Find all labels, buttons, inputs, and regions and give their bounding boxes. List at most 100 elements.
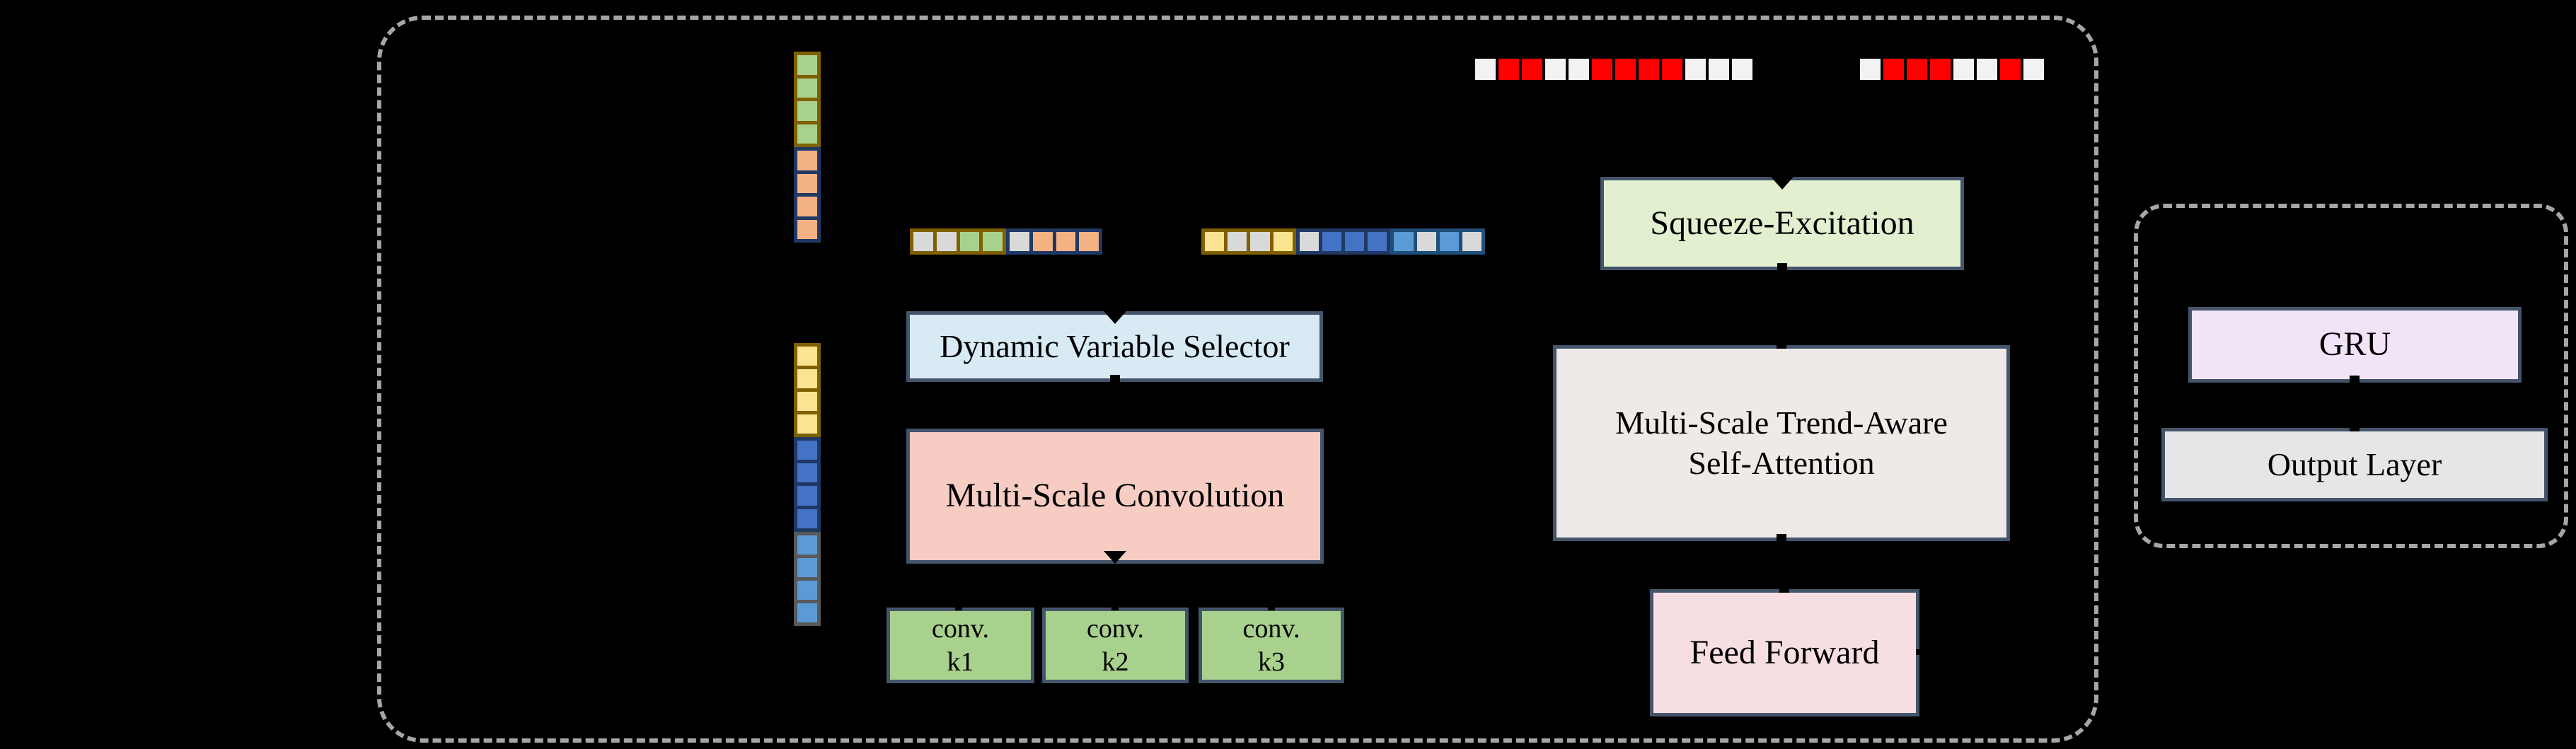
token-cell-green (797, 124, 817, 144)
dynamic-variable-selector-label: Dynamic Variable Selector (940, 327, 1290, 364)
conv-k1-block: conv. k1 (886, 608, 1034, 683)
encoder-dashed-panel (377, 16, 2098, 743)
token-cell-blue (797, 441, 817, 460)
arrow-stub-attention-bottom (1777, 534, 1786, 541)
bit-cell-white (1860, 59, 1881, 80)
self-attention-line2: Self-Attention (1688, 444, 1875, 481)
token-cell-grey (1250, 232, 1270, 251)
token-cell-blue (1322, 232, 1342, 251)
token-cell-lightblue (1394, 232, 1414, 251)
bit-cell-red (1907, 59, 1927, 80)
token-row-left (910, 228, 1102, 255)
token-cell-lightblue (797, 535, 817, 555)
bit-cell-white (1709, 59, 1729, 80)
token-cell-yellow (797, 347, 817, 366)
arrow-stub-squeeze-excitation-bottom (1777, 263, 1787, 270)
token-cell-peach (797, 219, 817, 239)
token-cell-group (910, 228, 1006, 255)
token-cell-grey (936, 232, 957, 251)
gru-label: GRU (2318, 325, 2391, 364)
output-layer-label: Output Layer (2267, 446, 2442, 482)
arrowhead-at-multi-scale-convolution-bottom (1104, 551, 1126, 564)
bit-cell-white (1545, 59, 1566, 80)
squeeze-excitation-block: Squeeze-Excitation (1600, 177, 1964, 270)
token-cell-blue (1368, 232, 1387, 251)
token-cell-blue (797, 509, 817, 528)
bit-cell-red (2000, 59, 2021, 80)
arrow-stub-output-layer-top (2350, 424, 2360, 431)
token-cell-peach (1032, 232, 1053, 251)
token-cell-lightblue (797, 580, 817, 600)
conv-k3-line2: k3 (1258, 646, 1285, 677)
token-cell-grey (913, 232, 933, 251)
conv-k2-block: conv. k2 (1042, 608, 1189, 683)
bit-cell-white (1977, 59, 1997, 80)
multi-scale-convolution-block: Multi-Scale Convolution (906, 429, 1324, 564)
arrowhead-into-squeeze-excitation (1771, 177, 1794, 190)
input-token-column-bottom (794, 343, 821, 626)
token-cell-blue (797, 463, 817, 483)
token-cell-green (983, 232, 1003, 251)
arrowhead-into-dynamic-variable-selector (1104, 311, 1126, 324)
arrow-stub-conv-k3-top (1268, 605, 1275, 610)
token-cell-grey (1299, 232, 1319, 251)
token-cell-yellow (797, 392, 817, 412)
token-cell-lightblue (797, 603, 817, 622)
token-cell-yellow (1273, 232, 1293, 251)
bit-cell-white (1475, 59, 1496, 80)
bit-cell-red (1592, 59, 1612, 80)
token-cell-group (1390, 228, 1486, 255)
token-cell-group (794, 343, 821, 438)
bit-cell-red (1498, 59, 1519, 80)
token-cell-group (1201, 228, 1296, 255)
token-cell-green (797, 101, 817, 121)
token-cell-yellow (1205, 232, 1225, 251)
token-cell-group (794, 52, 821, 147)
feed-forward-block: Feed Forward (1650, 589, 1919, 716)
token-cell-grey (1416, 232, 1436, 251)
squeeze-excitation-label: Squeeze-Excitation (1650, 204, 1914, 242)
bit-cell-red (1522, 59, 1542, 80)
token-cell-group (794, 437, 821, 532)
token-cell-green (959, 232, 980, 251)
conv-k3-block: conv. k3 (1199, 608, 1344, 683)
token-row-right (1201, 228, 1486, 255)
conv-k1-line2: k1 (947, 646, 974, 677)
token-cell-peach (797, 173, 817, 193)
arrow-stub-dvs-bottom (1110, 375, 1120, 382)
self-attention-line1: Multi-Scale Trend-Aware (1615, 405, 1948, 441)
multi-scale-convolution-label: Multi-Scale Convolution (945, 477, 1285, 515)
conv-k3-line1: conv. (1242, 614, 1300, 644)
mask-bit-row-right (1860, 59, 2044, 80)
output-dashed-panel (2134, 204, 2568, 548)
token-cell-group (794, 147, 821, 243)
token-cell-grey (1228, 232, 1247, 251)
token-cell-blue (797, 486, 817, 506)
conv-k1-line1: conv. (932, 614, 989, 644)
token-cell-yellow (797, 414, 817, 434)
token-cell-blue (1345, 232, 1365, 251)
conv-k2-line2: k2 (1102, 646, 1129, 677)
arrow-stub-attention-top (1777, 342, 1786, 349)
token-cell-peach (1056, 232, 1076, 251)
bit-cell-white (1732, 59, 1752, 80)
feed-forward-label: Feed Forward (1690, 633, 1880, 671)
token-cell-yellow (797, 369, 817, 389)
bit-cell-white (1953, 59, 1974, 80)
arrow-stub-gru-bottom (2350, 376, 2360, 383)
mask-bit-row-left (1475, 59, 1752, 80)
bit-cell-red (1639, 59, 1659, 80)
token-cell-group (1006, 228, 1102, 255)
token-cell-peach (797, 151, 817, 170)
token-cell-peach (797, 197, 817, 216)
token-cell-group (1295, 228, 1391, 255)
conv-k2-line1: conv. (1087, 614, 1144, 644)
self-attention-block: Multi-Scale Trend-Aware Self-Attention (1553, 345, 2010, 541)
arrow-stub-conv-k2-top (1111, 605, 1119, 610)
arrow-stub-feed-forward-top (1779, 586, 1789, 593)
bit-cell-white (1569, 59, 1589, 80)
token-cell-green (797, 55, 817, 75)
token-cell-grey (1010, 232, 1029, 251)
arrow-stub-feed-forward-right (1916, 649, 1924, 655)
